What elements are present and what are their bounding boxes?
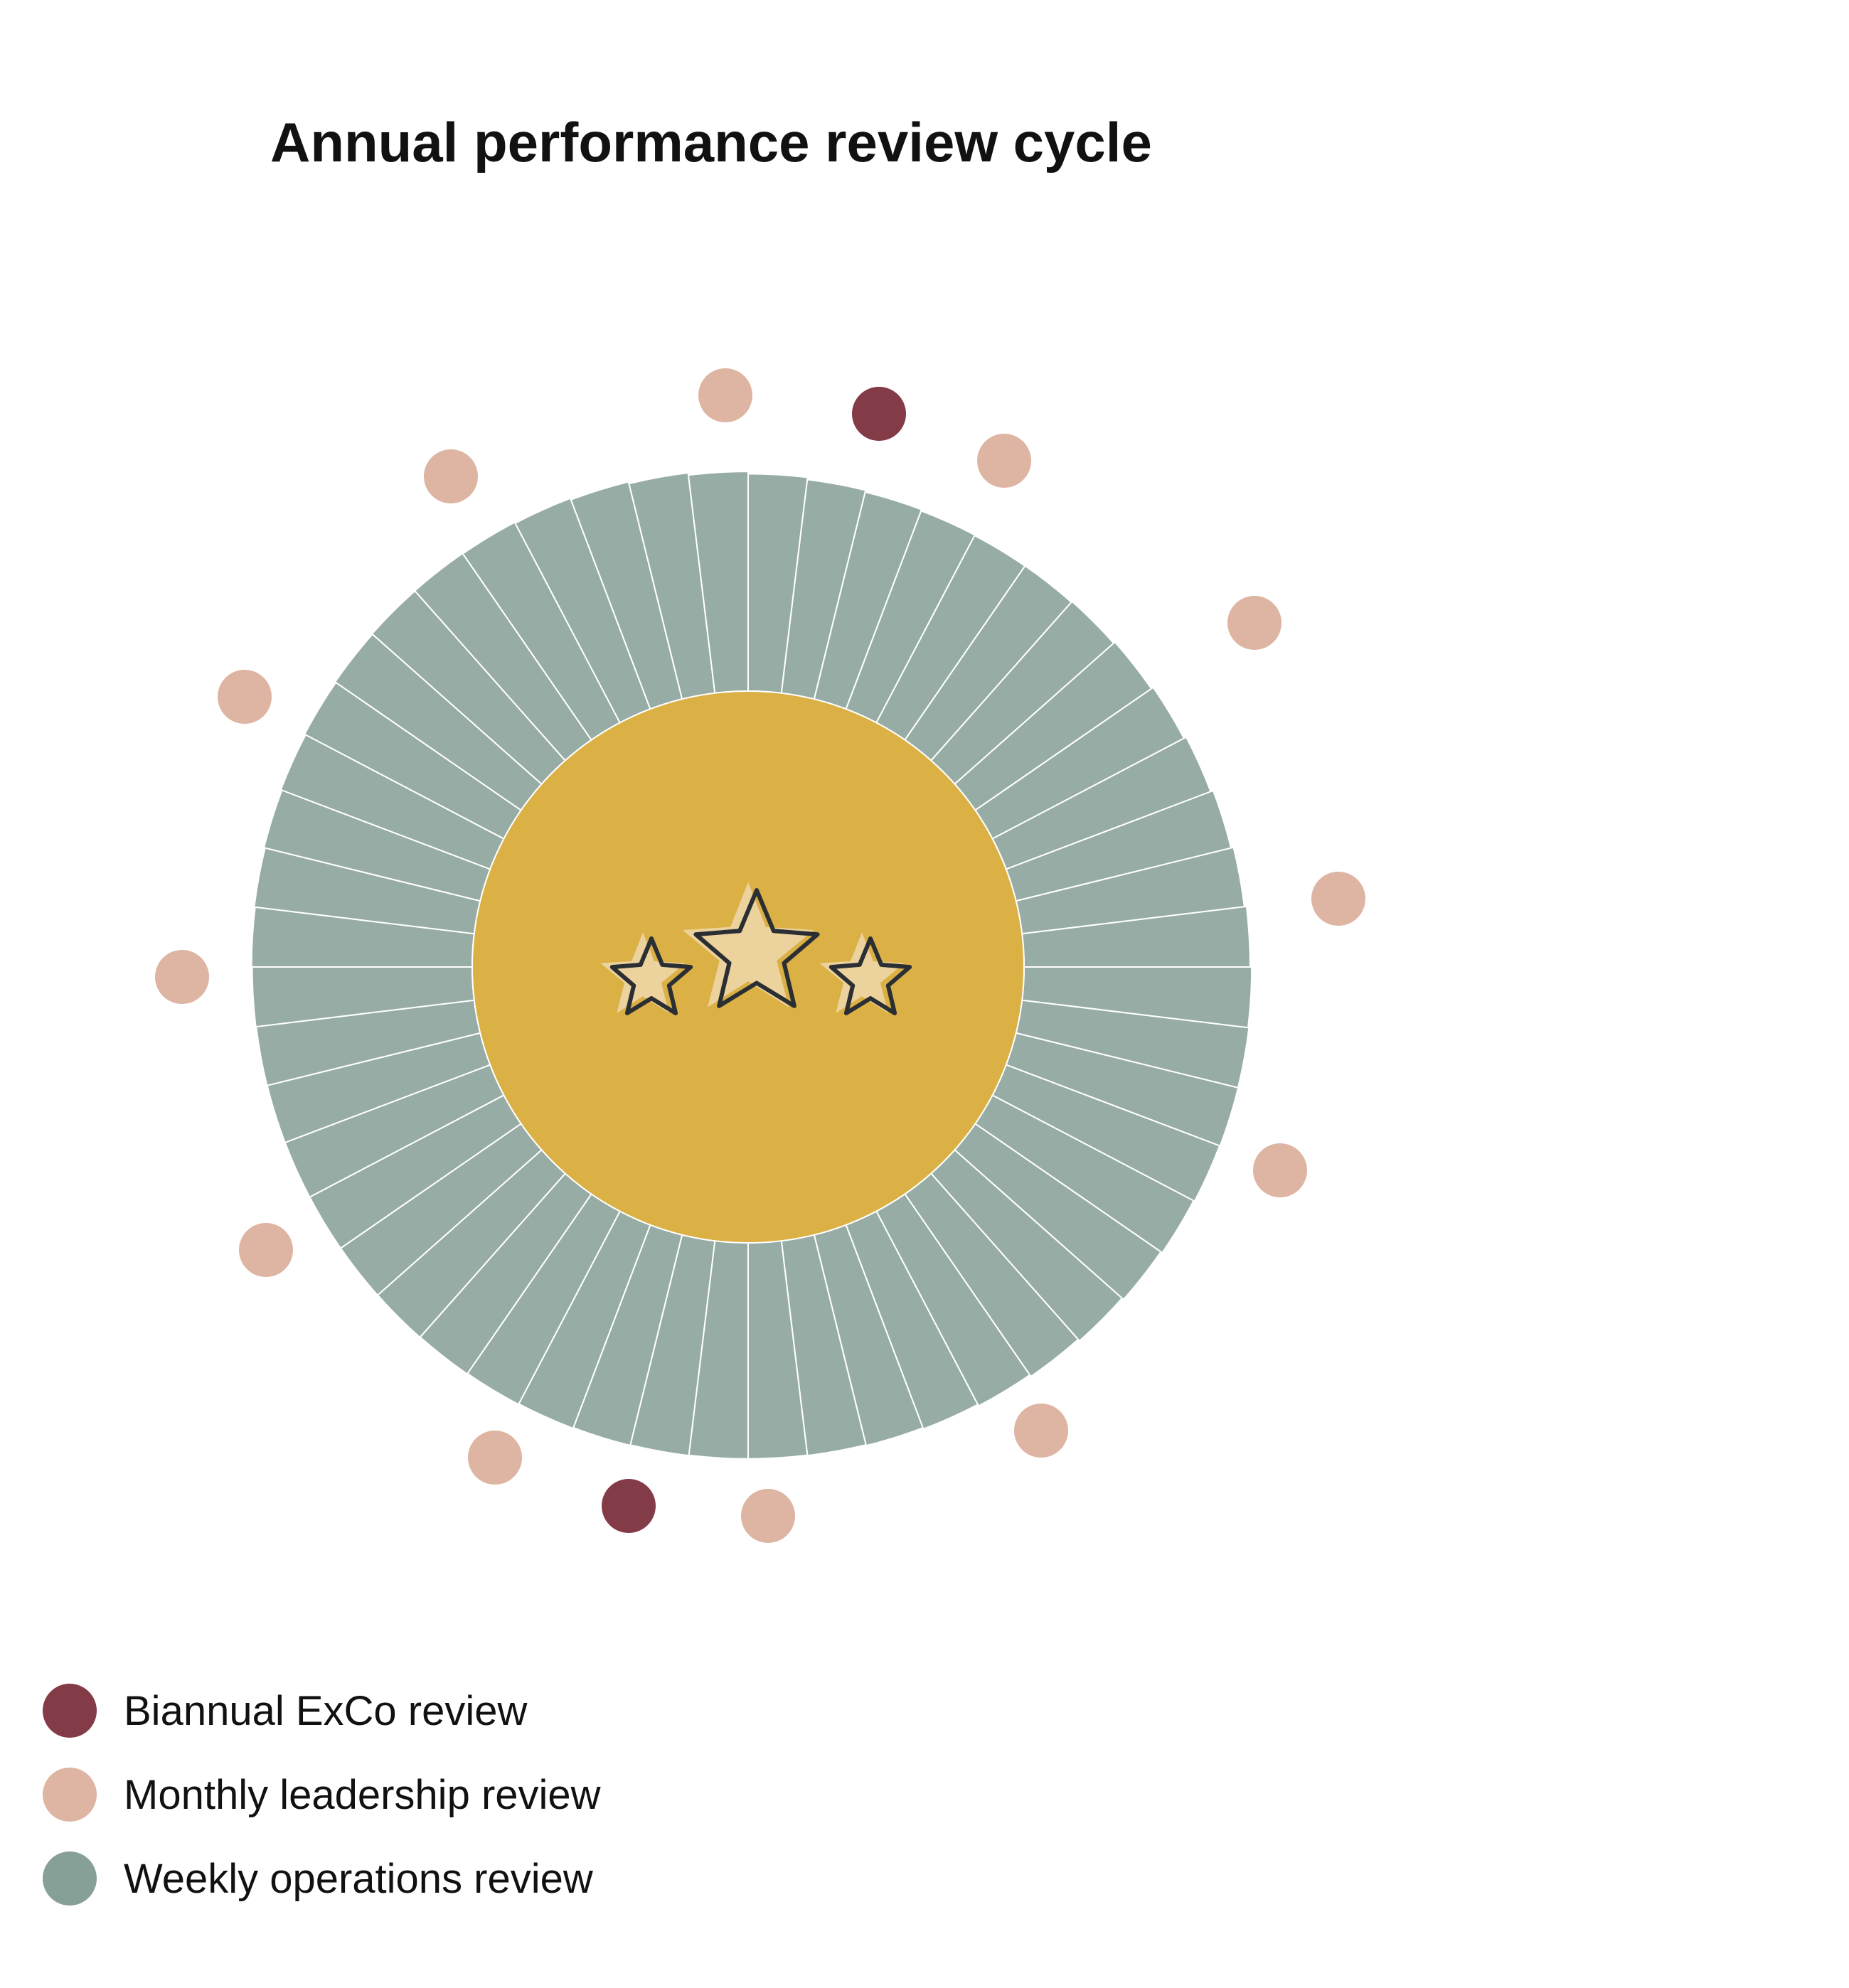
diagram-title: Annual performance review cycle <box>270 111 1152 173</box>
middle-star-shadow <box>682 882 814 1008</box>
monthly-leadership-marker-5 <box>1253 1143 1307 1197</box>
right-star-shadow <box>819 932 905 1013</box>
monthly-leadership-marker-12 <box>424 449 478 503</box>
legend-label-monthly: Monthly leadership review <box>124 1771 601 1818</box>
biannual-exco-marker-2 <box>602 1479 656 1533</box>
monthly-leadership-marker-7 <box>741 1489 795 1543</box>
monthly-leadership-marker-11 <box>218 670 272 724</box>
weekly-legend-dot-icon <box>43 1851 97 1906</box>
biannual-exco-marker-1 <box>852 387 906 441</box>
left-star-shadow <box>600 932 686 1013</box>
three-stars-icon <box>600 882 912 1015</box>
legend-item-weekly: Weekly operations review <box>43 1851 593 1906</box>
legend-label-weekly: Weekly operations review <box>124 1855 593 1902</box>
monthly-leadership-marker-1 <box>698 368 752 422</box>
exco-legend-dot-icon <box>43 1684 97 1738</box>
legend-label-exco: Biannual ExCo review <box>124 1687 528 1734</box>
legend-item-exco: Biannual ExCo review <box>43 1684 527 1738</box>
middle-star-icon <box>693 888 820 1008</box>
monthly-leadership-marker-6 <box>1014 1404 1068 1458</box>
right-star-icon <box>828 936 912 1015</box>
review-markers <box>155 368 1365 1543</box>
legend-item-monthly: Monthly leadership review <box>43 1768 601 1822</box>
monthly-legend-dot-icon <box>43 1768 97 1822</box>
monthly-leadership-marker-8 <box>468 1431 522 1485</box>
monthly-leadership-marker-3 <box>1227 596 1281 650</box>
monthly-leadership-marker-2 <box>977 434 1031 488</box>
monthly-leadership-marker-9 <box>239 1223 293 1277</box>
monthly-leadership-marker-4 <box>1311 872 1365 926</box>
monthly-leadership-marker-10 <box>155 950 209 1004</box>
weekly-review-ring <box>250 471 1253 1460</box>
left-star-icon <box>609 936 693 1015</box>
